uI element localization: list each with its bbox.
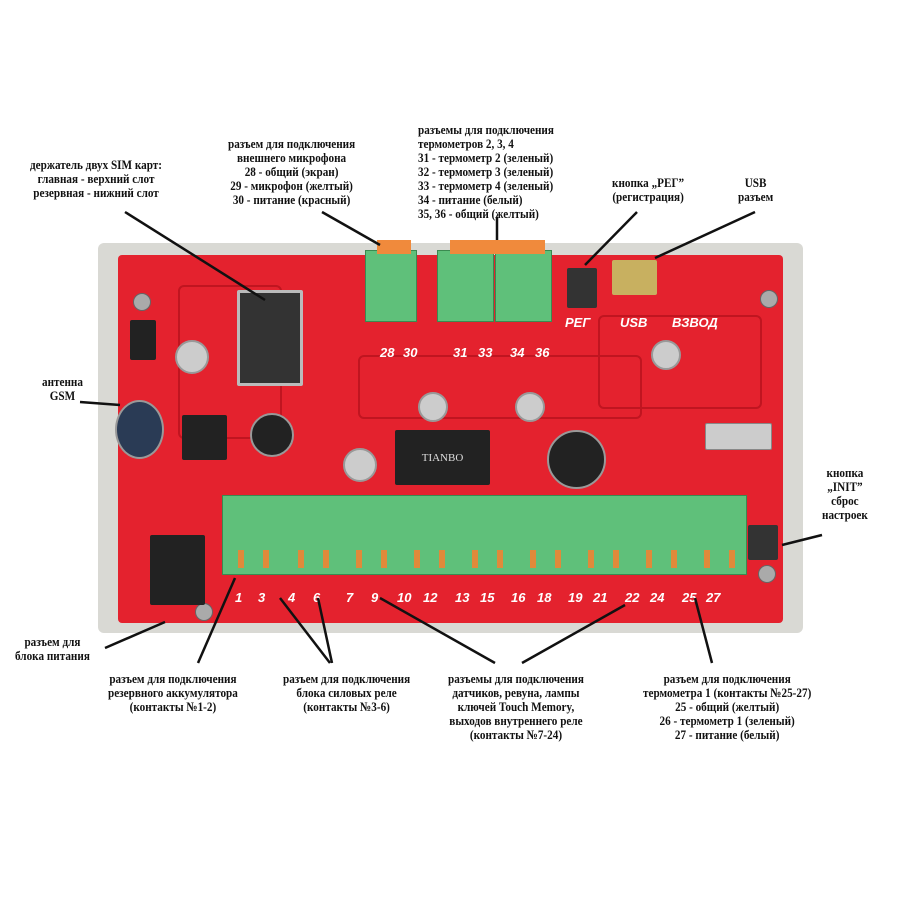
silk-30: 30 <box>403 345 418 360</box>
terminal-number: 15 <box>480 590 495 605</box>
thermometer-connector <box>437 250 494 322</box>
silk-31: 31 <box>453 345 468 360</box>
terminal-number: 6 <box>313 590 321 605</box>
screw <box>760 290 778 308</box>
terminal-number: 7 <box>346 590 354 605</box>
silk-33: 33 <box>478 345 493 360</box>
pcb-trace <box>358 355 642 419</box>
terminal-number: 24 <box>650 590 665 605</box>
relay-label: TIANBO <box>421 451 464 464</box>
terminal-number: 27 <box>706 590 721 605</box>
terminal-number: 22 <box>625 590 640 605</box>
silk-36: 36 <box>535 345 550 360</box>
terminal-number: 10 <box>397 590 412 605</box>
terminal-number: 4 <box>288 590 296 605</box>
mic-connector <box>365 250 417 322</box>
terminal-number: 1 <box>235 590 243 605</box>
terminal-block-row <box>222 495 747 575</box>
connector-latch <box>377 240 411 254</box>
capacitor <box>343 448 377 482</box>
silk-usb: USB <box>620 315 648 330</box>
terminal-number: 18 <box>537 590 552 605</box>
thermometer-connector <box>495 250 552 322</box>
relay: TIANBO <box>395 430 490 485</box>
buzzer <box>547 430 606 489</box>
connector-latch <box>450 240 545 254</box>
capacitor <box>515 392 545 422</box>
crystal <box>705 423 772 450</box>
init-button[interactable] <box>748 525 778 560</box>
label-sim-holder: держатель двух SIM карт:главная - верхни… <box>30 157 163 200</box>
screw <box>133 293 151 311</box>
terminal-number: 16 <box>511 590 526 605</box>
terminal-number: 12 <box>423 590 438 605</box>
capacitor <box>418 392 448 422</box>
regulator-chip <box>182 415 227 460</box>
silk-34: 34 <box>510 345 525 360</box>
silk-28: 28 <box>380 345 395 360</box>
component <box>130 320 156 360</box>
terminal-number: 3 <box>258 590 266 605</box>
terminal-number: 25 <box>682 590 697 605</box>
terminal-number: 21 <box>593 590 608 605</box>
screw <box>758 565 776 583</box>
power-jack[interactable] <box>150 535 205 605</box>
silk-vzvod: ВЗВОД <box>672 315 718 330</box>
pcb-trace <box>598 315 762 409</box>
inductor <box>250 413 294 457</box>
terminal-number: 19 <box>568 590 583 605</box>
terminal-number: 13 <box>455 590 470 605</box>
capacitor <box>175 340 209 374</box>
reg-button[interactable] <box>567 268 597 308</box>
terminal-number: 9 <box>371 590 379 605</box>
silk-reg: РЕГ <box>565 315 591 330</box>
label-reg-button: кнопка „РЕГ”(регистрация) <box>612 175 685 204</box>
sim-holder <box>237 290 303 386</box>
capacitor <box>651 340 681 370</box>
usb-connector[interactable] <box>612 260 657 295</box>
antenna-connector <box>115 400 164 459</box>
